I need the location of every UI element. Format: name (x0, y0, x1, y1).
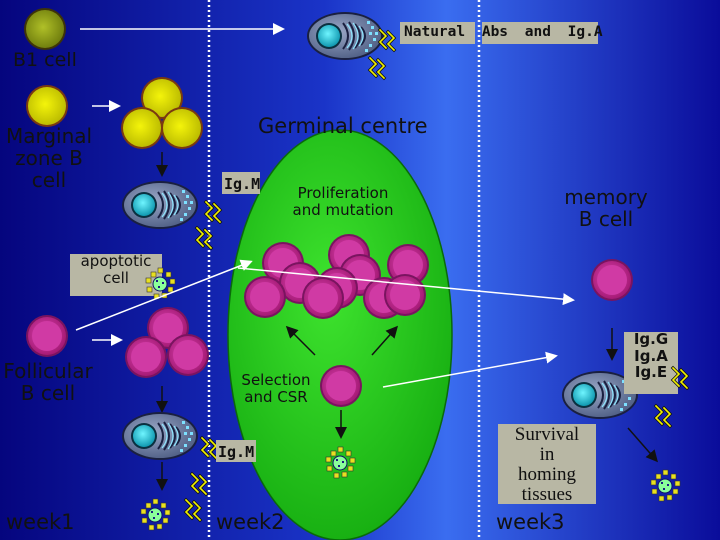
follicular-cell-cluster (125, 336, 167, 378)
arrow-follicular-to-gc (75, 259, 253, 331)
mz-cell-cluster (121, 107, 163, 149)
follicular-b-cell (26, 315, 68, 357)
gc-proliferating-cells (244, 234, 429, 319)
week2-label: week2 (216, 510, 285, 534)
follicular-cell-cluster (167, 334, 209, 376)
arrow-to-memory (237, 267, 575, 306)
igg-iga-ige-box (624, 332, 678, 394)
germinal-centre-label: Germinal centre (258, 114, 428, 138)
igg-iga-ige-label: Ig.G Ig.A Ig.E (633, 330, 669, 381)
igm-box-bottom (216, 440, 256, 462)
mz-cell-cluster (161, 107, 203, 149)
igm-box-top (222, 172, 260, 194)
igm-label-top: Ig.M (224, 175, 261, 193)
igm-label-bottom: Ig.M (218, 443, 255, 461)
natural-abs-label: Natural Abs and Ig.A (404, 24, 603, 40)
follicular-plasma-cell (121, 411, 199, 461)
week1-label: week1 (6, 510, 75, 534)
natural-abs-box (482, 22, 598, 44)
survival-box (498, 424, 596, 504)
arrow-selection-left (285, 325, 316, 356)
b1-cell (24, 8, 66, 50)
arrow-down (627, 427, 658, 463)
proliferation-label: Proliferation and mutation (292, 184, 394, 219)
natural-abs-box (400, 22, 475, 44)
memory-b-cell-label: memory B cell (564, 185, 648, 231)
apoptotic-box (70, 254, 162, 296)
arrow-to-plasma-week3 (382, 351, 558, 388)
survival-label: Survival in homing tissues (514, 424, 580, 505)
b1-cell-label: B1 cell (13, 49, 77, 71)
arrow-selection-right (371, 325, 398, 356)
marginal-zone-label: Marginal zone B cell (5, 124, 93, 192)
follicular-b-cell-label: Follicular B cell (3, 359, 93, 405)
selection-label: Selection and CSR (241, 371, 311, 406)
germinal-centre (227, 129, 453, 540)
memory-b-cell (591, 259, 633, 301)
week3-label: week3 (496, 510, 565, 534)
b1-plasma-cell (306, 11, 384, 61)
gc-selected-cell (320, 365, 362, 407)
mz-plasma-cell (121, 180, 199, 230)
apoptotic-cell-label: apoptotic cell (80, 252, 152, 287)
marginal-zone-b-cell (26, 85, 68, 127)
